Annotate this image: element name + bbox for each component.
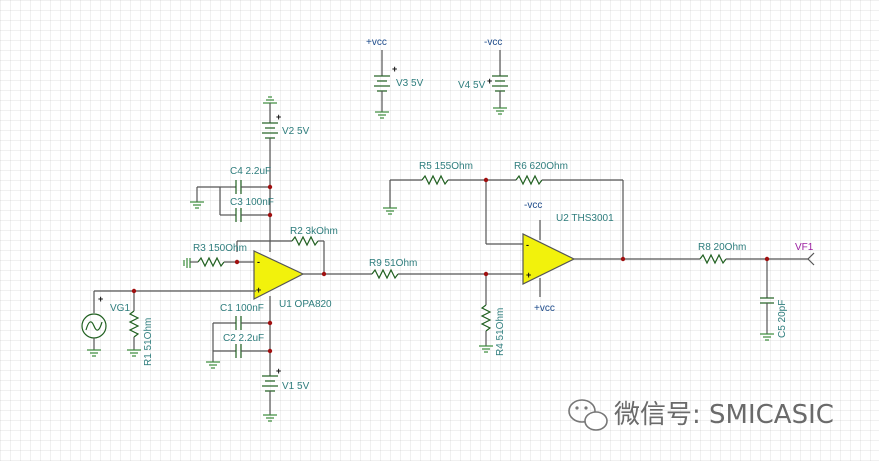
label-c2: C2 2.2uF bbox=[223, 333, 264, 344]
label-c3: C3 100nF bbox=[230, 197, 274, 208]
label-r3: R3 150Ohm bbox=[193, 243, 247, 254]
v3-plus-sign: + bbox=[392, 64, 397, 74]
capacitor-c2[interactable] bbox=[213, 344, 270, 358]
battery-v4[interactable] bbox=[492, 50, 508, 115]
resistor-r8[interactable] bbox=[699, 253, 808, 265]
watermark: 微信号: SMICASIC bbox=[568, 399, 834, 431]
v2-plus-sign: + bbox=[276, 112, 281, 122]
vg1-plus-sign: + bbox=[98, 294, 103, 304]
label-r4: R4 51Ohm bbox=[495, 308, 506, 356]
opamp-u1[interactable] bbox=[253, 250, 324, 300]
u1-plus-pin: + bbox=[256, 285, 261, 295]
net-label-u2-neg: -vcc bbox=[524, 200, 542, 211]
net-label-v4: -vcc bbox=[484, 37, 502, 48]
label-r2: R2 3kOhm bbox=[290, 226, 338, 237]
v4-plus-sign: + bbox=[487, 76, 492, 86]
battery-v1[interactable] bbox=[262, 375, 278, 422]
resistor-r4[interactable] bbox=[479, 274, 493, 353]
capacitor-c5[interactable] bbox=[760, 259, 774, 341]
label-vf1: VF1 bbox=[795, 242, 814, 253]
label-r5: R5 155Ohm bbox=[419, 161, 473, 172]
junction-dots bbox=[131, 177, 770, 354]
label-r9: R9 51Ohm bbox=[369, 258, 417, 269]
label-c5: C5 20pF bbox=[777, 300, 788, 338]
label-r6: R6 620Ohm bbox=[514, 161, 568, 172]
voltage-probe-vf1[interactable] bbox=[807, 252, 815, 266]
capacitor-c3[interactable] bbox=[220, 208, 270, 222]
resistor-r6[interactable] bbox=[515, 174, 624, 259]
resistor-r3[interactable] bbox=[183, 256, 256, 268]
label-v3: V3 5V bbox=[396, 78, 424, 89]
resistor-r2[interactable] bbox=[236, 235, 325, 273]
label-c1: C1 100nF bbox=[220, 303, 264, 314]
label-c4: C4 2.2uF bbox=[230, 166, 271, 177]
signal-source-vg1[interactable] bbox=[81, 290, 256, 357]
label-u2: U2 THS3001 bbox=[556, 213, 614, 224]
resistor-r5[interactable] bbox=[383, 174, 516, 215]
u2-feedback-wire bbox=[485, 180, 524, 245]
u2-minus-pin: - bbox=[526, 240, 529, 250]
label-r1: R1 51Ohm bbox=[143, 318, 154, 366]
battery-v3[interactable] bbox=[374, 50, 390, 119]
label-r8: R8 20Ohm bbox=[698, 242, 746, 253]
battery-v2[interactable] bbox=[262, 96, 278, 252]
opamp-u2[interactable] bbox=[522, 220, 700, 297]
decoupling-top-ground bbox=[190, 186, 221, 215]
resistor-r9[interactable] bbox=[324, 268, 524, 280]
resistor-r1[interactable] bbox=[127, 291, 141, 357]
u2-plus-pin: + bbox=[526, 270, 531, 280]
capacitor-c1[interactable] bbox=[213, 316, 270, 330]
u1-minus-pin: - bbox=[257, 257, 260, 267]
v1-plus-sign: + bbox=[276, 366, 281, 376]
net-label-u2-pos: +vcc bbox=[534, 303, 555, 314]
capacitor-c4[interactable] bbox=[220, 180, 270, 194]
decoupling-bottom-ground bbox=[206, 323, 220, 369]
watermark-text: 微信号: SMICASIC bbox=[614, 400, 834, 430]
net-label-v3: +vcc bbox=[366, 37, 387, 48]
label-u1: U1 OPA820 bbox=[279, 299, 332, 310]
label-vg1: VG1 bbox=[110, 303, 130, 314]
label-v4: V4 5V bbox=[458, 80, 486, 91]
label-v2: V2 5V bbox=[282, 126, 310, 137]
wechat-icon bbox=[568, 399, 608, 431]
label-v1: V1 5V bbox=[282, 381, 310, 392]
